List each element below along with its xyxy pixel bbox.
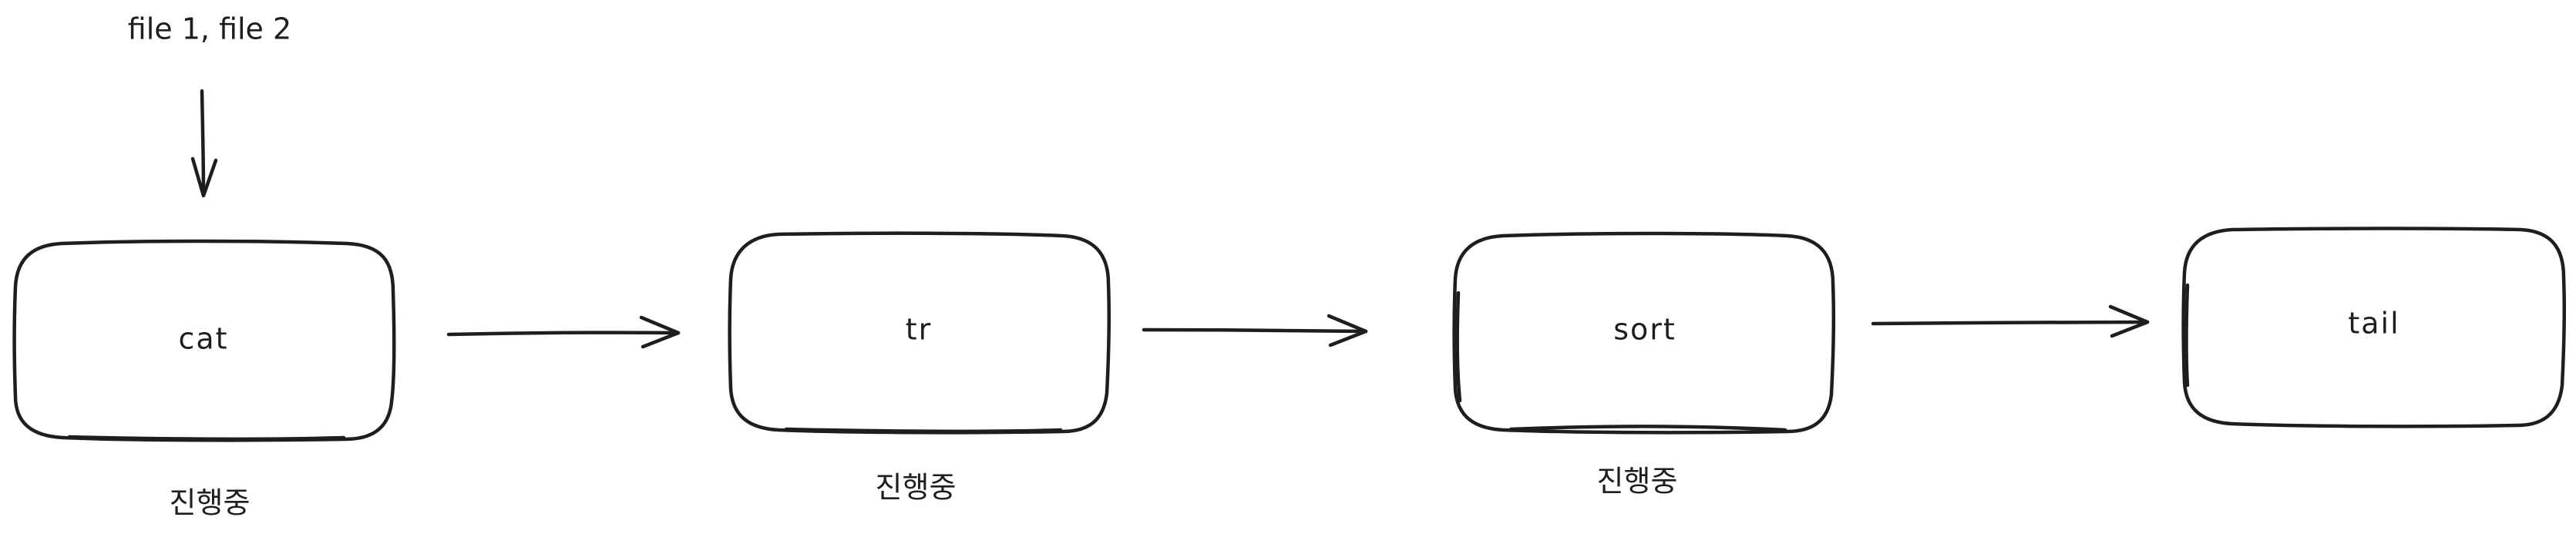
stage-tail-box	[2181, 227, 2567, 428]
arrow-sort-to-tail	[1871, 304, 2150, 338]
input-files-label: file 1, file 2	[128, 12, 291, 46]
stage-sort-box	[1452, 231, 1836, 435]
stage-sort-status: 진행중	[1597, 465, 1678, 499]
stage-sort-label: sort	[1613, 313, 1676, 347]
stage-tail-label: tail	[2348, 307, 2399, 341]
stage-tr-status: 진행중	[876, 471, 957, 505]
stage-sort: sort 진행중	[1452, 231, 1836, 499]
stage-cat-status: 진행중	[170, 486, 251, 520]
stage-tail: tail	[2181, 227, 2567, 428]
stage-cat-label: cat	[178, 322, 228, 356]
input-arrow	[190, 89, 218, 198]
stage-cat-box	[12, 239, 396, 442]
arrow-tr-to-sort	[1142, 314, 1368, 348]
stage-tr-box	[728, 231, 1111, 435]
stage-cat: cat 진행중	[12, 239, 396, 520]
stage-tr: tr 진행중	[728, 231, 1111, 505]
arrow-cat-to-tr	[446, 315, 681, 349]
stage-tr-label: tr	[906, 313, 933, 347]
